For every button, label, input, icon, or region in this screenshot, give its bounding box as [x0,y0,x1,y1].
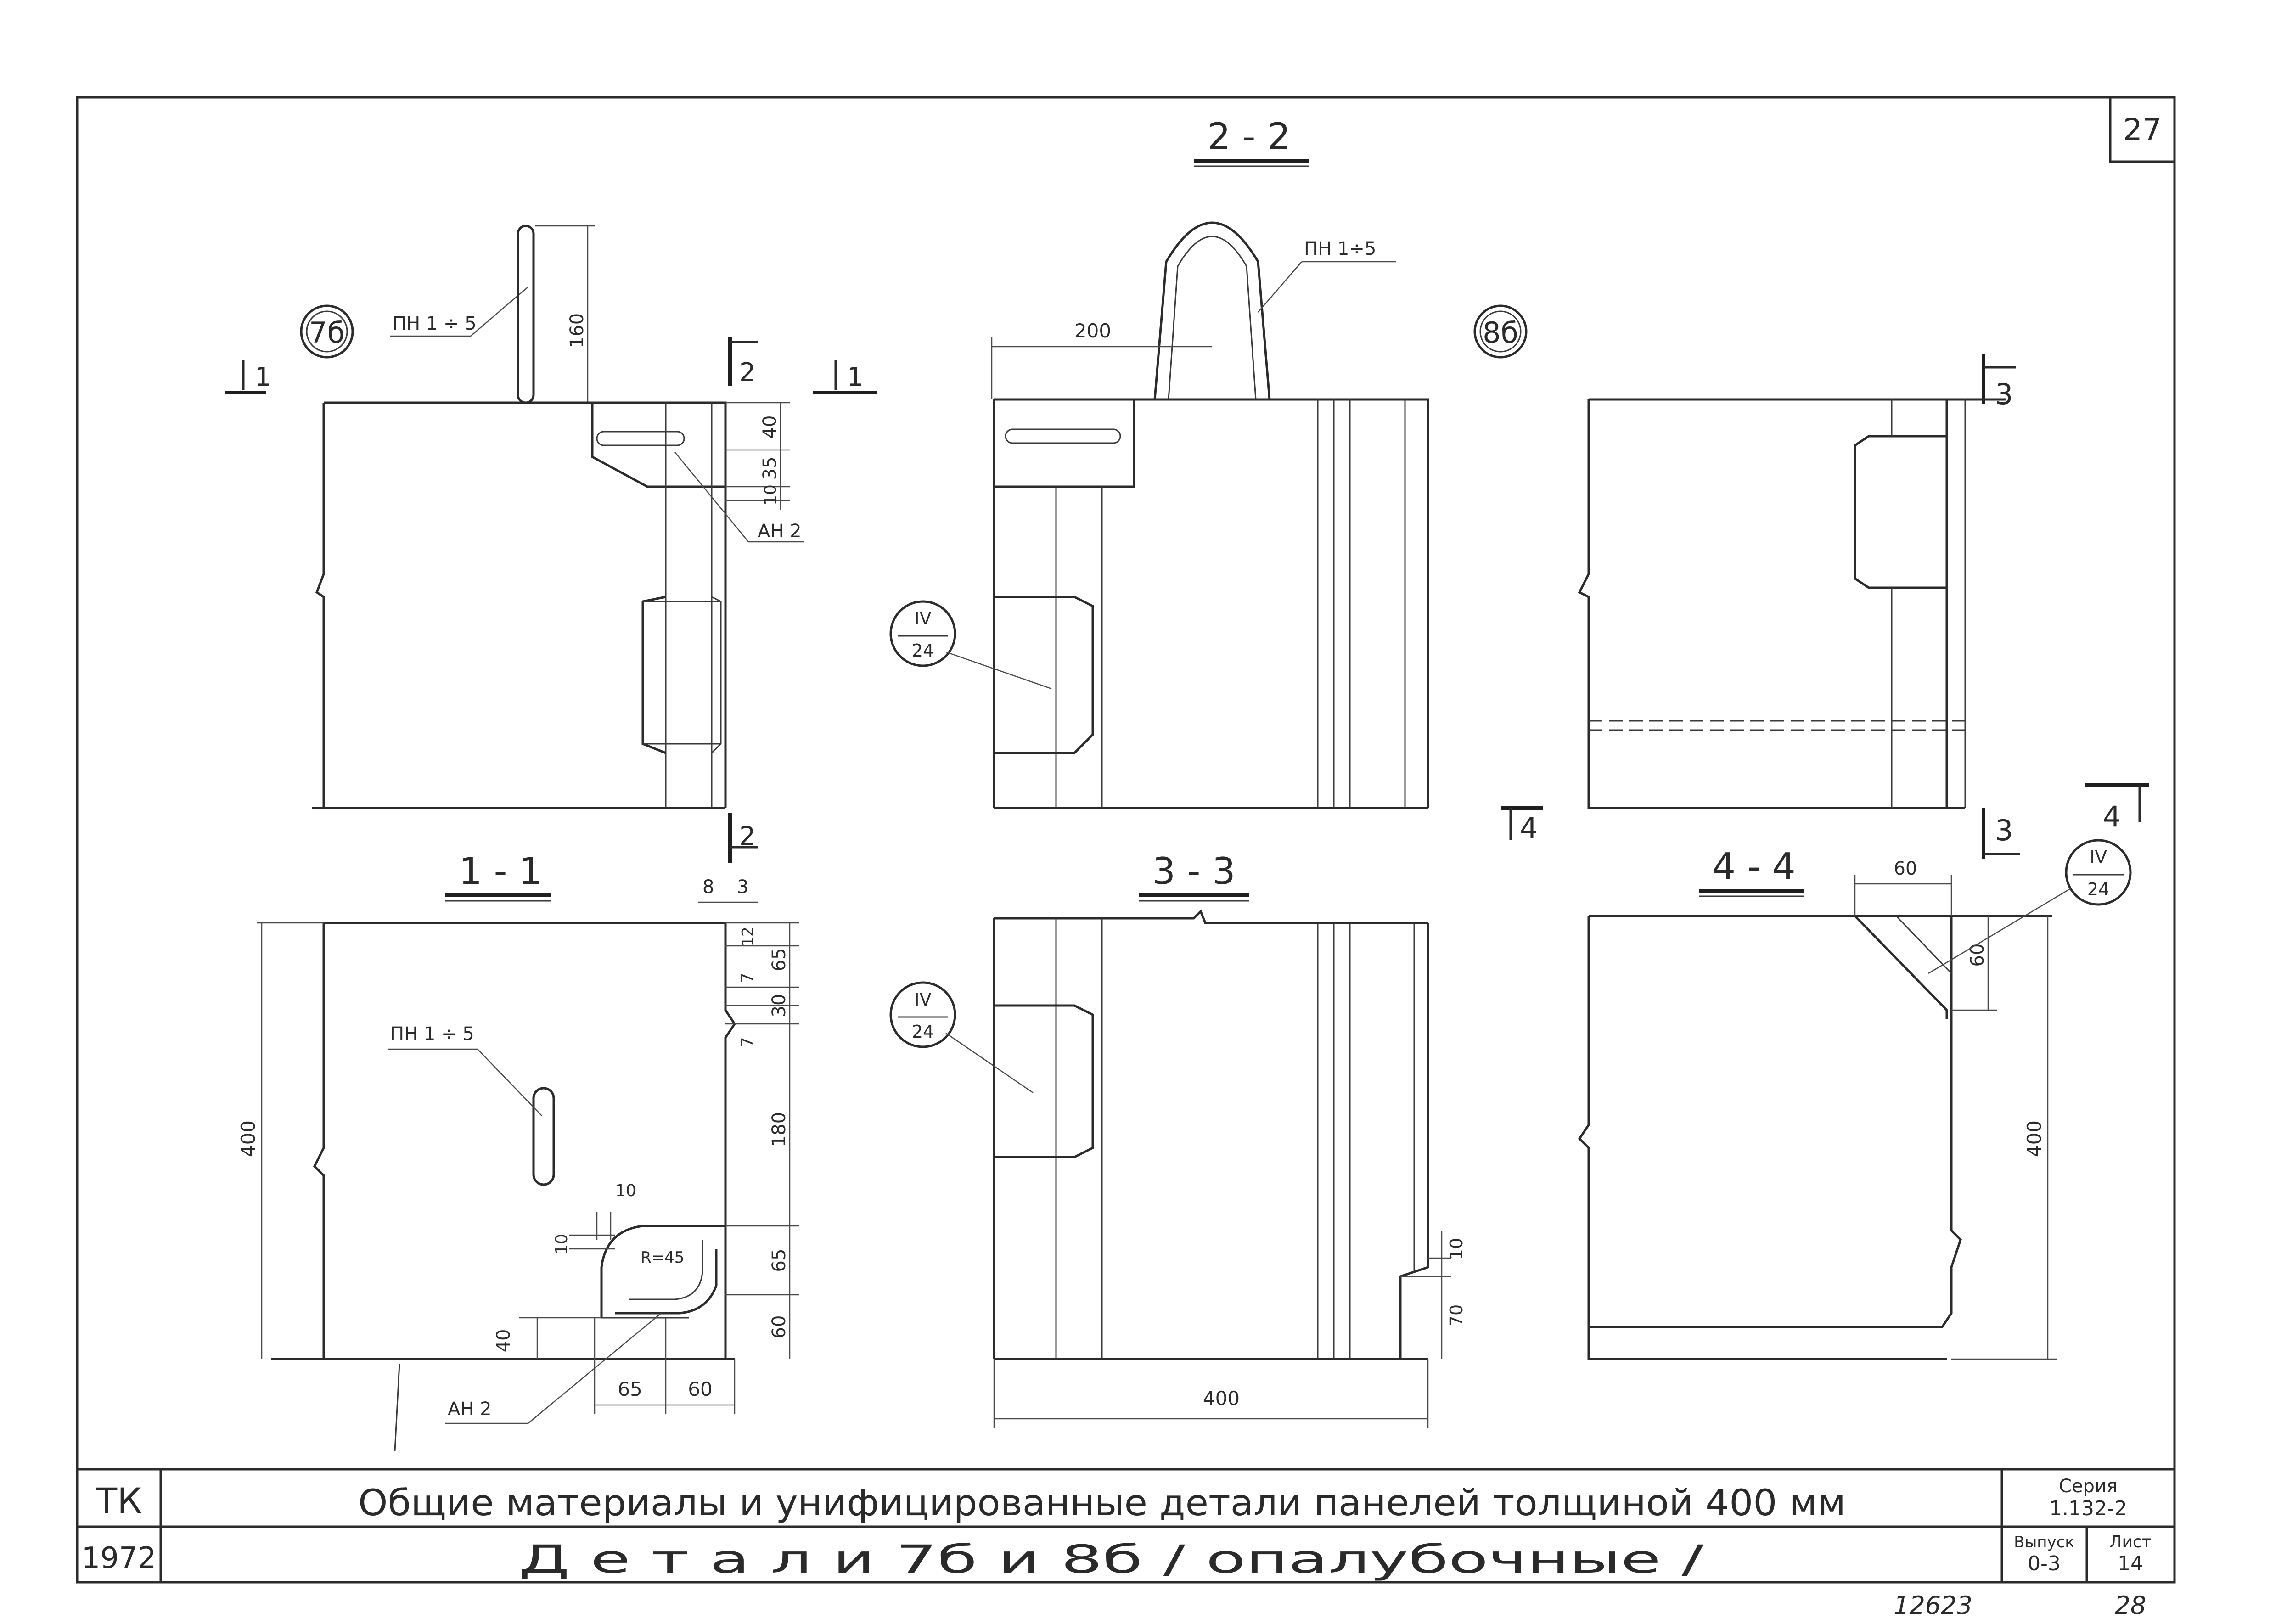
svg-text:24: 24 [2087,879,2109,899]
svg-text:160: 160 [567,313,588,348]
svg-text:R=45: R=45 [641,1248,684,1267]
ref-circle-2-2: IV 24 [889,600,1052,690]
svg-text:3: 3 [1995,377,2013,411]
svg-text:60: 60 [688,1378,712,1400]
svg-text:40: 40 [759,416,781,439]
sheet-subtitle: Д е т а л и 7б и 8б / опалубочные / [519,1537,1704,1582]
series-label: Серия [2059,1476,2118,1497]
view-8b: 8б 3 4 [1473,304,2016,845]
sheet-number-box: 27 [2109,96,2176,163]
svg-text:7: 7 [738,1037,757,1048]
cut-mark-1-left: 1 [225,360,271,394]
cut-mark-4-left: 4 [1501,806,1543,845]
svg-text:10: 10 [552,1234,571,1255]
sheet-number: 27 [2123,112,2162,147]
svg-text:40: 40 [493,1329,514,1353]
svg-text:2: 2 [739,821,756,851]
svg-text:65: 65 [769,948,790,972]
title-block: ТК 1972 Общие материалы и унифицированны… [77,1468,2175,1584]
svg-text:400: 400 [237,1120,259,1157]
section-title-2-2: 2 - 2 [1207,115,1291,158]
callout-pn-7b: ПН 1 ÷ 5 [393,313,477,334]
svg-text:IV: IV [914,989,931,1010]
callout-pn-2-2: ПН 1÷5 [1304,238,1376,259]
section-title-3-3: 3 - 3 [1152,850,1236,893]
sheet-label: Лист [2109,1533,2151,1551]
ref-circle-4-4: IV 24 [1928,839,2132,974]
callout-an-1-1: АН 2 [448,1399,492,1420]
svg-text:3: 3 [737,877,748,898]
svg-text:10: 10 [1446,1238,1467,1260]
section-title-1-1: 1 - 1 [459,850,542,893]
detail-label-7b: 7б [309,316,345,349]
svg-text:10: 10 [761,484,780,506]
svg-text:7: 7 [738,973,757,983]
svg-text:35: 35 [759,457,781,480]
svg-text:65: 65 [769,1249,790,1272]
cut-mark-3-bottom: 3 [1982,808,2020,859]
section-title-4-4: 4 - 4 [1712,845,1796,888]
sheet-title: Общие материалы и унифицированные детали… [358,1483,1846,1524]
svg-text:4: 4 [1520,811,1538,845]
svg-text:IV: IV [2090,847,2107,867]
cut-mark-4-right: 4 [2085,783,2149,833]
series-value: 1.132-2 [2049,1497,2127,1520]
ref-circle-3-3: IV 24 [889,981,1034,1094]
svg-text:24: 24 [912,641,934,661]
svg-text:200: 200 [1074,320,1111,342]
detail-marker-7b: 7б [300,304,354,359]
svg-text:4: 4 [2103,800,2121,833]
year: 1972 [82,1541,157,1575]
svg-text:60: 60 [769,1315,790,1339]
svg-text:8: 8 [702,877,714,898]
org-code: ТК [96,1480,142,1521]
svg-text:IV: IV [914,608,931,629]
page-stamp: 28 [2115,1591,2147,1620]
issue-label: Выпуск [2014,1533,2074,1551]
svg-text:180: 180 [769,1112,790,1147]
svg-text:65: 65 [618,1378,642,1400]
svg-text:10: 10 [615,1181,636,1200]
svg-text:60: 60 [1894,858,1917,879]
svg-text:2: 2 [739,358,756,388]
callout-pn-1-1: ПН 1 ÷ 5 [390,1023,474,1045]
svg-text:70: 70 [1446,1304,1467,1326]
archive-number: 12623 [1894,1591,1972,1620]
issue-value: 0-3 [2028,1552,2061,1575]
cut-mark-3-top: 3 [1982,354,2016,411]
section-2-2: 2 - 2 ПН 1÷5 200 IV 24 [889,115,1429,809]
svg-text:60: 60 [1967,944,1988,967]
svg-text:30: 30 [769,994,790,1017]
section-4-4: 4 - 4 3 4 60 60 400 [1578,783,2149,1360]
cut-mark-2-bottom: 2 [728,813,758,863]
svg-text:400: 400 [2023,1120,2045,1157]
svg-text:400: 400 [1203,1387,1240,1410]
cut-mark-2-top: 2 [728,337,758,388]
sheet-value: 14 [2118,1552,2143,1575]
section-3-3: 3 - 3 IV 24 10 70 400 [889,850,1467,1428]
detail-marker-8b: 8б [1473,304,1528,359]
svg-text:1: 1 [847,362,864,392]
cut-mark-1-right: 1 [813,360,877,394]
svg-text:12: 12 [739,927,757,946]
svg-text:3: 3 [1995,814,2013,847]
section-1-1: 1 - 1 400 ПН 1 ÷ 5 R=45 10 10 40 [237,850,799,1451]
svg-text:1: 1 [255,362,271,392]
view-7b: 7б ПН 1 ÷ 5 1 1 2 2 [225,225,877,863]
detail-label-8b: 8б [1483,316,1518,349]
callout-an-7b: АН 2 [758,521,802,542]
svg-text:24: 24 [912,1022,934,1042]
